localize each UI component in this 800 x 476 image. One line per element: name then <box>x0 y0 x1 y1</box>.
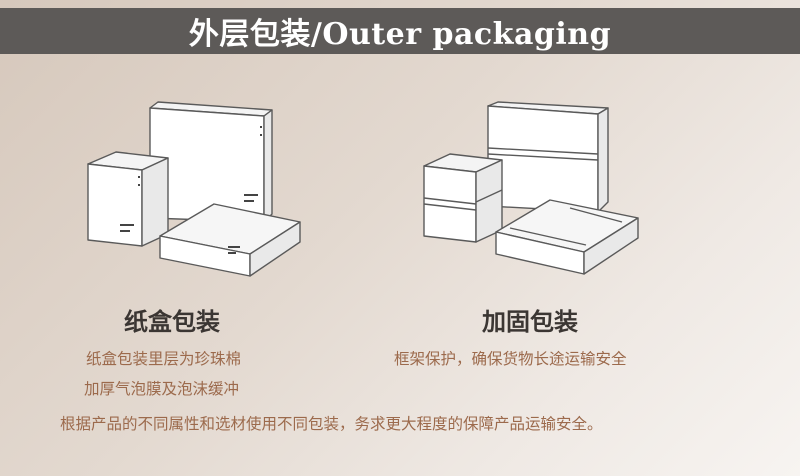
reinforced-packaging-title: 加固包装 <box>482 308 578 336</box>
carton-packaging-desc-line2: 加厚气泡膜及泡沫缓冲 <box>84 380 240 398</box>
wooden-crate-illustration <box>423 101 639 275</box>
packaging-footer-note: 根据产品的不同属性和选材使用不同包装，务求更大程度的保障产品运输安全。 <box>60 415 603 433</box>
carton-boxes-illustration <box>87 101 301 277</box>
carton-packaging-title: 纸盒包装 <box>124 308 220 336</box>
carton-packaging-desc-line1: 纸盒包装里层为珍珠棉 <box>86 350 242 368</box>
header-banner: 外层包装/Outer packaging <box>0 8 800 54</box>
reinforced-packaging-desc-line1: 框架保护，确保货物长途运输安全 <box>394 350 627 368</box>
banner-title: 外层包装/Outer packaging <box>188 17 612 52</box>
